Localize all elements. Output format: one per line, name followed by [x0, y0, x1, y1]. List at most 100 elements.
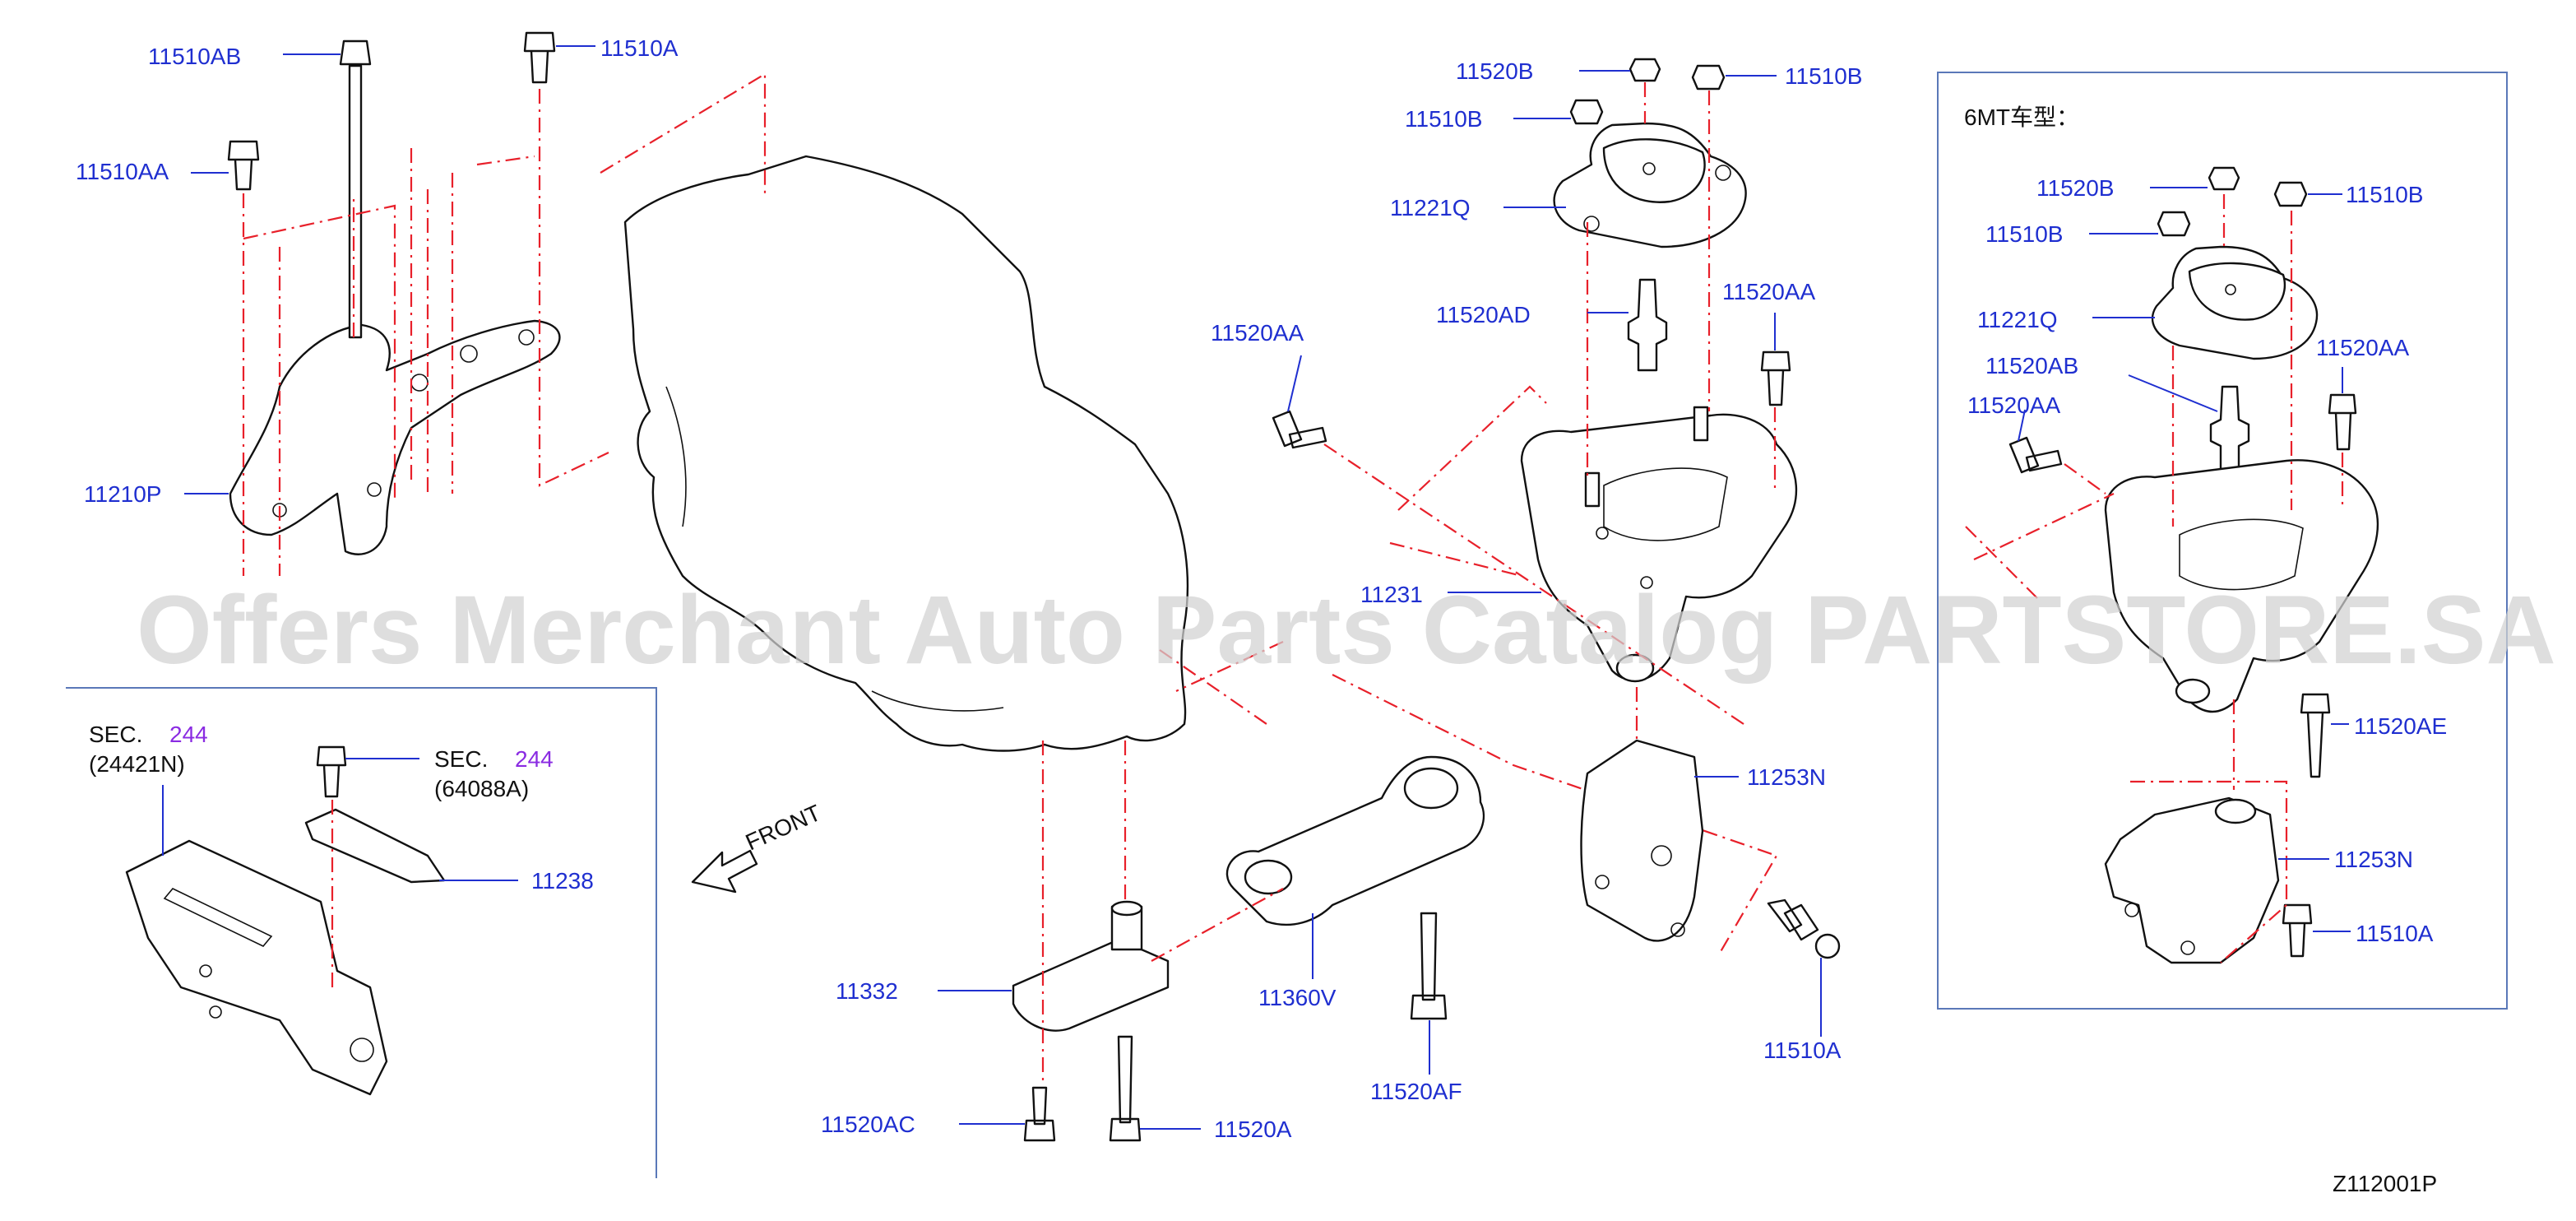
bolt-11510A-mid-head: [1814, 933, 1841, 959]
inset-bolt-11520AA-r: [2328, 393, 2357, 451]
bottom-left-frame: [66, 687, 657, 1178]
inset-11253N-hole-2: [2180, 940, 2195, 955]
label-11210P: 11210P: [84, 481, 161, 507]
dash-mid-h: [1159, 641, 1284, 725]
bolt-11510AB-head: [339, 39, 372, 66]
dash-left-d: [243, 204, 396, 502]
label-r-11510A: 11510A: [2356, 921, 2434, 946]
label-r-11221Q: 11221Q: [1977, 307, 2058, 332]
dash-mid-e: [1323, 443, 1744, 725]
engine-detail-line-2: [871, 690, 1004, 712]
inset-bracket-11253N: [2104, 796, 2280, 964]
stud-11520AD: [1627, 278, 1668, 372]
label-11510AA-left: 11510AA: [76, 159, 169, 184]
inset-bracket-boss: [2175, 678, 2211, 704]
nut-11520B-mid: [1629, 58, 1661, 82]
label-11510A-top: 11510A: [600, 35, 679, 61]
torque-rod-bush-2: [1403, 767, 1459, 810]
label-11520AF: 11520AF: [1370, 1079, 1462, 1104]
inset-bolt-11520AA-l: [2008, 436, 2063, 474]
label-r-11520AA-r: 11520AA: [2316, 335, 2409, 360]
label-11231: 11231: [1360, 582, 1423, 607]
bolt-11510A-top: [523, 31, 556, 84]
inset-6mt-frame: [1937, 72, 2508, 1010]
label-r-11520AA-l: 11520AA: [1967, 392, 2060, 418]
bolt-11510AB-shank: [348, 64, 363, 339]
sec-ref-1-number: 244: [169, 722, 208, 747]
bolt-11510AA-left: [227, 140, 260, 191]
inset-dash-e: [1965, 463, 2115, 601]
label-11520AD: 11520AD: [1436, 302, 1531, 327]
bracket-11253N-mid: [1580, 739, 1704, 942]
inset-stud-11520AB: [2209, 385, 2250, 471]
engine-block-outline: [623, 155, 1189, 752]
insulator-hole-2: [1715, 165, 1731, 181]
sec-ref-1-code: (24421N): [89, 751, 185, 777]
label-11520AA-mid-r: 11520AA: [1722, 279, 1815, 304]
bracket-hole-3: [367, 482, 382, 497]
inset-nut-11510B-l: [2157, 211, 2191, 237]
sec-ref-1-label: SEC.: [89, 722, 142, 747]
label-11510B-mid-r: 11510B: [1785, 63, 1862, 89]
dash-left-c: [538, 89, 609, 487]
dash-left-i: [426, 173, 454, 494]
bracket-11231-hole: [1596, 527, 1609, 540]
bracket-11253N-mid-hole-2: [1595, 875, 1610, 889]
inset-insulator-top: [2188, 262, 2286, 321]
bolt-11520AC: [1023, 1086, 1056, 1142]
label-r-11253N: 11253N: [2334, 847, 2413, 872]
inset-dash-f: [2130, 699, 2288, 963]
dash-left-h: [600, 72, 767, 197]
label-r-11510B-l: 11510B: [1985, 221, 2063, 247]
bracket-11231-hole-2: [1640, 576, 1653, 589]
inset-nut-11520B: [2208, 166, 2240, 191]
label-11332: 11332: [836, 978, 898, 1004]
mount-bracket-hole-2: [209, 1005, 222, 1019]
bracket-hole-1: [460, 345, 478, 363]
mount-bracket-slot: [163, 888, 273, 947]
label-11520AA-mid-l: 11520AA: [1211, 320, 1304, 346]
label-11360V: 11360V: [1258, 985, 1337, 1010]
inset-insulator-center: [2225, 284, 2236, 295]
label-11221Q-mid: 11221Q: [1390, 195, 1471, 221]
bracket-hole-5: [518, 329, 535, 346]
plate-11332-boss-top: [1110, 900, 1143, 917]
diagram-code: Z112001P: [2333, 1171, 2437, 1196]
bracket-11231-pocket: [1603, 467, 1728, 541]
inset-bolt-11510A: [2282, 903, 2313, 958]
label-r-11520AE: 11520AE: [2354, 713, 2447, 739]
bolt-11520AA-mid-r: [1760, 351, 1791, 406]
sec-ref-2-label: SEC.: [434, 746, 488, 772]
label-11238: 11238: [531, 868, 594, 894]
bolt-11510A-mid: [1767, 898, 1819, 941]
label-r-11520AB: 11520AB: [1985, 353, 2078, 378]
bracket-11253N-mid-hole-1: [1651, 845, 1672, 866]
plate-11332: [1012, 938, 1170, 1032]
dash-mid-f: [1389, 385, 1547, 578]
label-11510B-mid-l: 11510B: [1405, 106, 1482, 132]
bolt-64088A: [316, 745, 347, 798]
bracket-11231-stud-1: [1584, 471, 1601, 508]
label-r-11520B: 11520B: [2036, 175, 2114, 201]
bracket-11231-stud-2: [1693, 406, 1709, 442]
insulator-hole-1: [1583, 216, 1600, 232]
inset-title: 6MT车型：: [1964, 104, 2079, 130]
watermark-text: Offers Merchant Auto Parts Catalog PARTS…: [137, 576, 2556, 685]
front-label: FRONT: [742, 800, 825, 856]
nut-11510B-mid-r: [1691, 64, 1726, 91]
label-r-11510B-r: 11510B: [2346, 182, 2423, 207]
leader-lines: [162, 45, 2351, 1130]
label-11520A: 11520A: [1214, 1117, 1292, 1142]
label-11520AC: 11520AC: [821, 1112, 915, 1137]
dash-bottom-c: [1151, 888, 1284, 962]
inset-bracket-pocket: [2179, 518, 2304, 591]
bolt-11520AF: [1410, 912, 1448, 1020]
label-11253N-mid: 11253N: [1747, 764, 1826, 790]
torque-rod-bush-1: [1244, 859, 1293, 895]
nut-11510B-mid-l: [1569, 99, 1604, 125]
label-11510A-mid: 11510A: [1763, 1038, 1842, 1063]
insulator-center: [1642, 162, 1656, 175]
label-11510AB: 11510AB: [148, 44, 241, 69]
inset-nut-11510B-r: [2273, 181, 2308, 207]
